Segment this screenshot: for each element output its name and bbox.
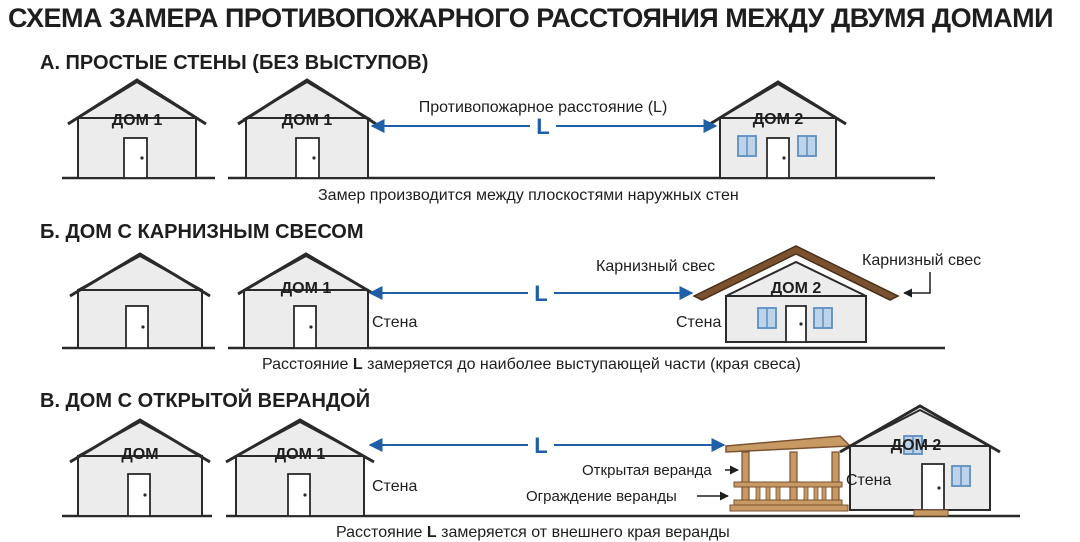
wall-label-right: Стена <box>846 472 891 489</box>
house-b-right: ДОМ 2 <box>692 245 900 343</box>
wall-label-left: Стена <box>372 314 417 331</box>
door <box>123 137 148 179</box>
step <box>913 509 949 517</box>
house-c-right: ДОМ 2 <box>839 404 1001 517</box>
section-c-scene: ДОМ ДОМ 1 <box>62 404 1020 518</box>
house-label: ДОМ <box>121 446 158 463</box>
section-c-caption: Расстояние L замеряется от внешнего края… <box>336 524 730 541</box>
door <box>287 473 311 517</box>
house-label: ДОМ 1 <box>282 112 333 129</box>
page-title: СХЕМА ЗАМЕРА ПРОТИВОПОЖАРНОГО РАССТОЯНИЯ… <box>8 3 1054 33</box>
section-a-scene: ДОМ 1 ДОМ 1 ДОМ 2 Противопожарное рассто… <box>62 78 935 180</box>
distance-label: Противопожарное расстояние (L) <box>419 99 668 116</box>
veranda-deck <box>729 504 849 512</box>
section-a-heading: А. ПРОСТЫЕ СТЕНЫ (БЕЗ ВЫСТУПОВ) <box>40 52 429 74</box>
railing-label: Ограждение веранды <box>526 488 677 505</box>
house-b-left <box>69 252 211 349</box>
door <box>125 305 149 349</box>
door <box>127 473 151 517</box>
door <box>785 305 807 343</box>
l-symbol: L <box>534 281 547 306</box>
eave-label-right: Карнизный свес <box>862 252 981 269</box>
section-b-caption: Расстояние L замеряется до наиболее выст… <box>262 356 801 373</box>
house-label: ДОМ 1 <box>281 280 332 297</box>
veranda-roof <box>725 435 852 453</box>
house-c-mid: ДОМ 1 <box>225 418 375 517</box>
eave-pointer <box>903 272 931 298</box>
wall-label-left: Стена <box>372 478 417 495</box>
l-symbol: L <box>534 433 547 458</box>
wall-label-right: Стена <box>676 314 721 331</box>
section-c-heading: В. ДОМ С ОТКРЫТОЙ ВЕРАНДОЙ <box>40 390 371 412</box>
door <box>766 137 790 179</box>
house-c-left: ДОМ <box>69 418 211 517</box>
house-label: ДОМ 2 <box>771 280 822 297</box>
door <box>295 137 320 179</box>
door <box>293 305 317 349</box>
eave-label-center: Карнизный свес <box>596 258 715 275</box>
veranda <box>725 435 852 512</box>
railing-top <box>733 481 843 488</box>
railing-balusters <box>755 486 827 501</box>
l-symbol: L <box>536 114 549 139</box>
eave-roof <box>692 245 900 301</box>
veranda-label: Открытая веранда <box>582 462 712 479</box>
veranda-post <box>831 451 840 507</box>
door <box>921 463 945 511</box>
veranda-post <box>741 451 750 507</box>
caption-l: L <box>426 524 437 541</box>
caption-l: L <box>352 356 363 373</box>
house-a-right: ДОМ 2 <box>709 80 847 179</box>
section-b-scene: ДОМ 1 ДОМ 2 L Стена Стена Карнизный свес… <box>62 245 981 350</box>
veranda-post <box>789 451 798 507</box>
section-b-heading: Б. ДОМ С КАРНИЗНЫМ СВЕСОМ <box>40 221 364 243</box>
house-b-mid: ДОМ 1 <box>237 252 375 349</box>
section-a-caption: Замер производится между плоскостями нар… <box>318 187 739 204</box>
house-a-mid: ДОМ 1 <box>237 78 377 179</box>
house-label: ДОМ 1 <box>112 112 163 129</box>
house-label: ДОМ 2 <box>891 437 942 454</box>
railing-bottom <box>733 499 843 506</box>
house-a-left: ДОМ 1 <box>67 78 207 179</box>
house-label: ДОМ 1 <box>275 446 326 463</box>
house-label: ДОМ 2 <box>753 111 804 128</box>
